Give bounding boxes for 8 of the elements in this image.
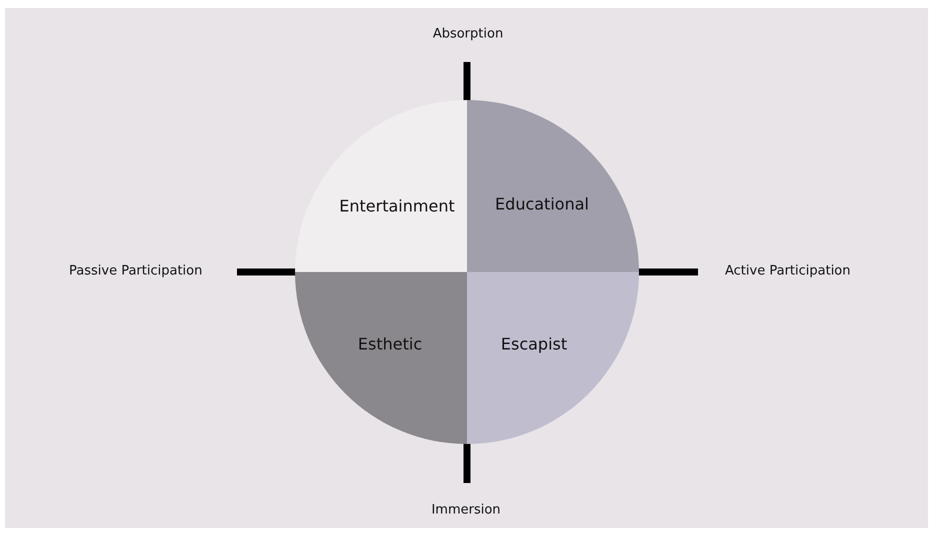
quadrant-label: Escapist (500, 334, 568, 354)
axis-label: Absorption (432, 26, 504, 42)
axis-label: Passive Participation (69, 264, 202, 278)
quadrant-label: Entertainment (339, 196, 455, 216)
quadrant-label: Esthetic (358, 334, 422, 354)
quadrant-label: Educational (495, 194, 589, 214)
axis-label: Active Participation (725, 264, 850, 278)
axis-label: Immersion (431, 502, 501, 518)
